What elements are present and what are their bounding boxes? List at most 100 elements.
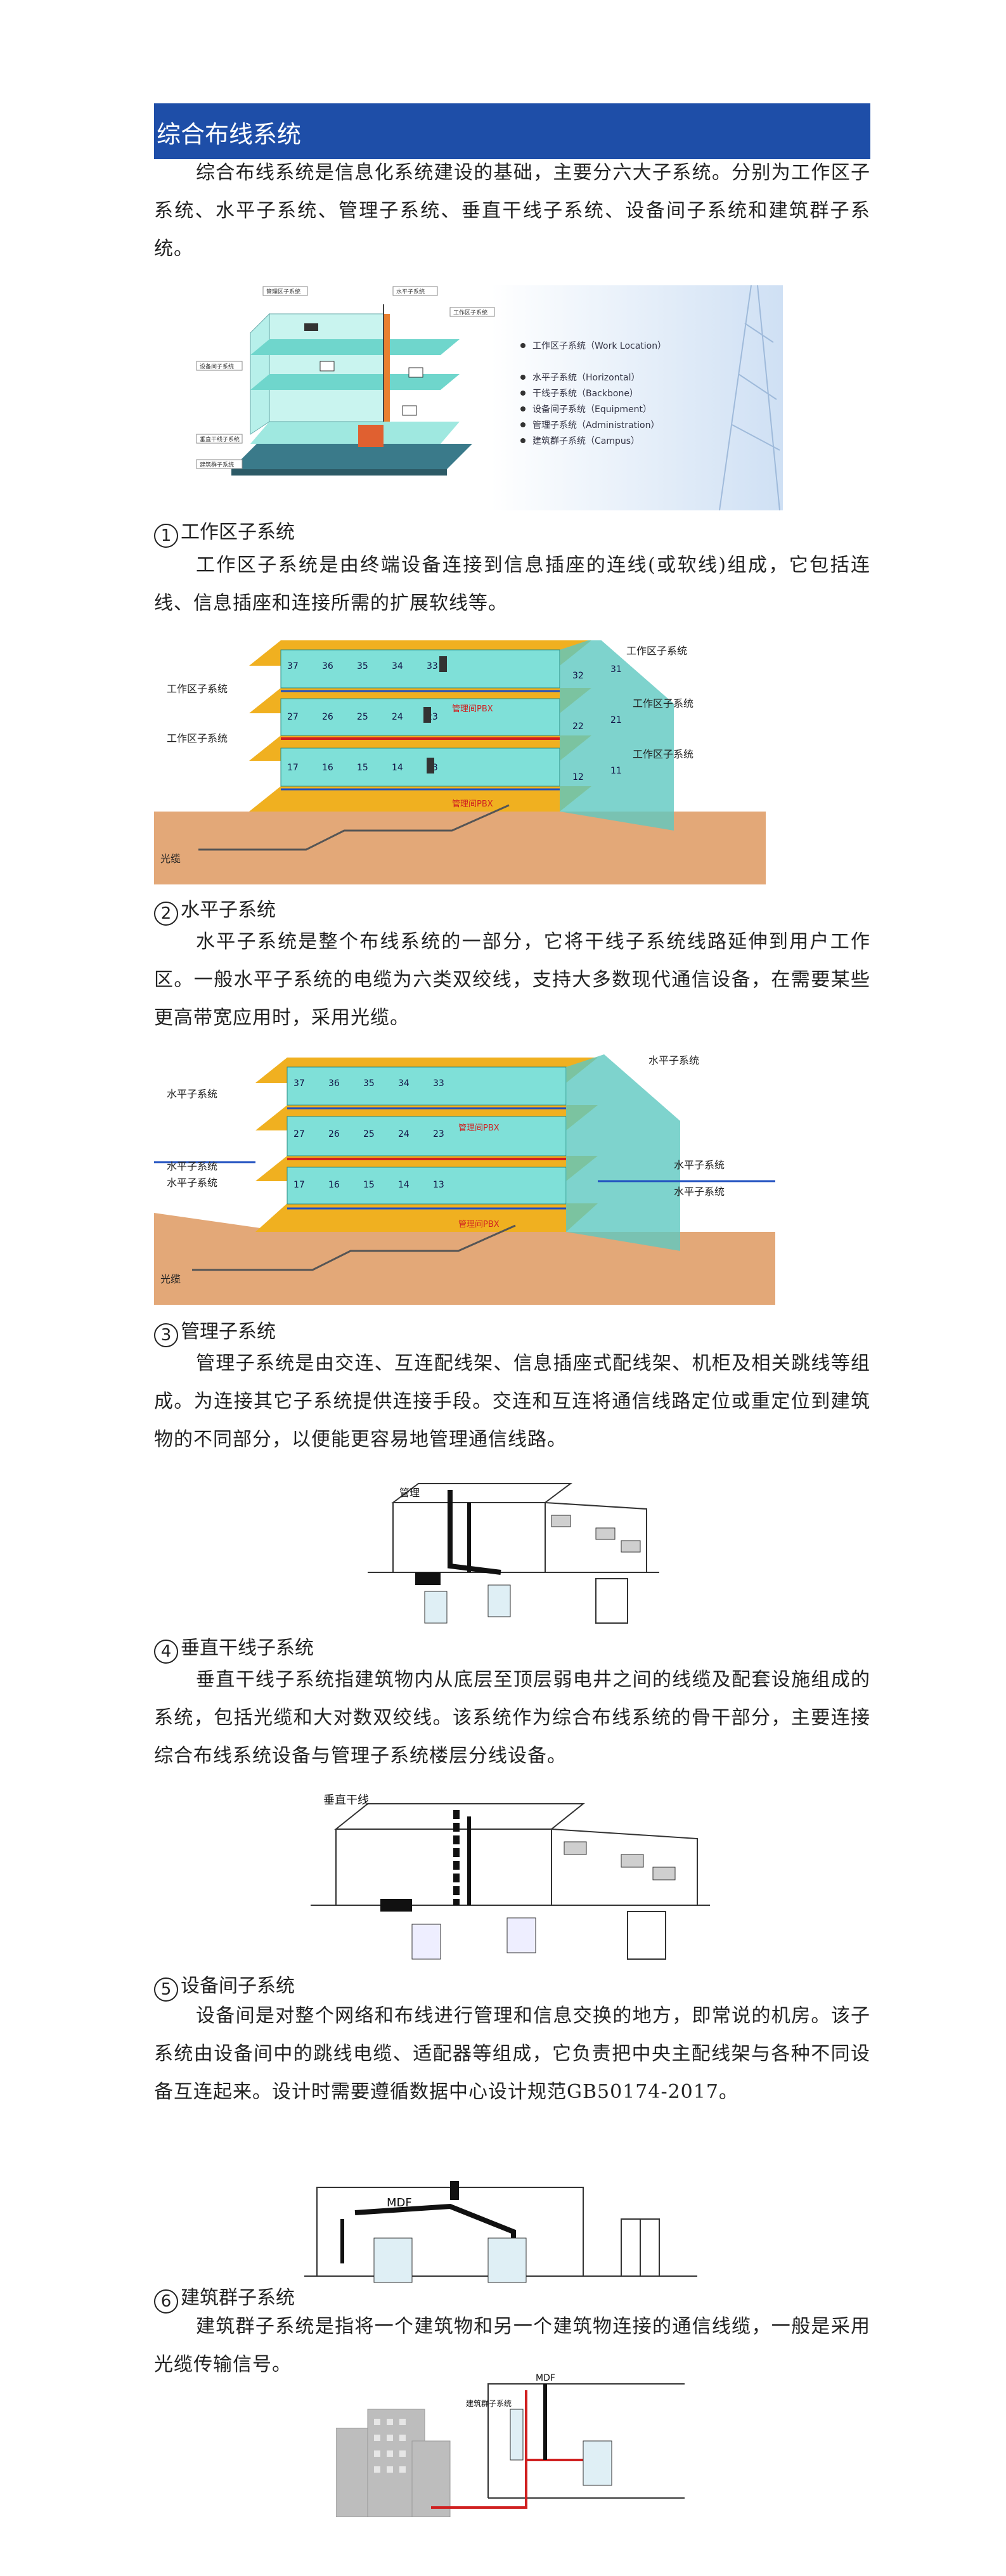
fig2-mgmt-label-1: 管理间PBX xyxy=(458,1123,500,1133)
legend-item-2: 水平子系统（Horizontal） xyxy=(532,373,640,383)
section-title-5: 设备间子系统 xyxy=(181,1975,295,1997)
callout-5: 垂直干线子系统 xyxy=(200,436,240,443)
equipment-figure: MDF xyxy=(304,2181,697,2289)
fig2-label-left-3: 水平子系统 xyxy=(167,1177,217,1189)
fig2-label-right-3: 水平子系统 xyxy=(674,1186,725,1198)
section-title-1: 工作区子系统 xyxy=(181,521,295,543)
room-36: 36 xyxy=(322,661,333,671)
svg-text:36: 36 xyxy=(328,1078,340,1089)
svg-text:14: 14 xyxy=(398,1180,409,1190)
room-32: 32 xyxy=(572,671,584,681)
svg-text:25: 25 xyxy=(363,1129,375,1139)
section-body-4: 垂直干线子系统指建筑物内从底层至顶层弱电井之间的线缆及配套设施组成的系统，包括光… xyxy=(154,1669,870,1767)
section-body-2: 水平子系统是整个布线系统的一部分，它将干线子系统线路延伸到用户工作区。一般水平子… xyxy=(154,931,870,1029)
fig1-label-right-mid: 工作区子系统 xyxy=(633,697,693,709)
work-area-figure: 37 36 35 34 33 32 27 26 25 24 23 22 17 1… xyxy=(154,640,766,884)
section-title-4: 垂直干线子系统 xyxy=(181,1637,314,1659)
room-21: 21 xyxy=(610,715,622,725)
section-number-6: 6 xyxy=(154,2289,178,2314)
svg-text:27: 27 xyxy=(293,1129,305,1139)
fig2-label-left-1: 水平子系统 xyxy=(167,1088,217,1100)
fig2-mgmt-label-2: 管理间PBX xyxy=(458,1220,500,1229)
svg-text:15: 15 xyxy=(363,1180,375,1190)
fig1-label-fiber: 光缆 xyxy=(160,853,181,865)
svg-text:16: 16 xyxy=(328,1180,340,1190)
room-14: 14 xyxy=(392,763,403,773)
section-number-2: 2 xyxy=(154,902,178,926)
svg-text:17: 17 xyxy=(293,1180,305,1190)
room-11: 11 xyxy=(610,766,622,776)
room-34: 34 xyxy=(392,661,403,671)
svg-text:33: 33 xyxy=(433,1078,444,1089)
fig6-side-label: 建筑群子系统 xyxy=(466,2398,512,2408)
fig1-label-right-top: 工作区子系统 xyxy=(626,645,687,657)
callout-1: 管理区子系统 xyxy=(266,288,300,295)
callout-6: 建筑群子系统 xyxy=(200,461,234,469)
horizontal-figure: 37 36 35 34 33 27 26 25 24 23 17 16 15 14 13 水平子系统 水… xyxy=(154,1054,775,1305)
callout-4: 设备间子系统 xyxy=(200,363,234,370)
svg-text:24: 24 xyxy=(398,1129,409,1139)
svg-text:34: 34 xyxy=(398,1078,409,1089)
legend-item-1: 工作区子系统（Work Location） xyxy=(532,341,666,351)
fig2-label-left-2: 水平子系统 xyxy=(167,1160,217,1172)
room-17: 17 xyxy=(287,763,299,773)
section-number-5: 5 xyxy=(154,1977,178,2002)
section-title-3: 管理子系统 xyxy=(181,1321,276,1343)
room-31: 31 xyxy=(610,664,622,675)
fig4-label: 垂直干线 xyxy=(323,1794,369,1807)
svg-text:26: 26 xyxy=(328,1129,340,1139)
room-25: 25 xyxy=(357,712,368,722)
fig1-label-left-top: 工作区子系统 xyxy=(167,683,228,695)
section-number-4: 4 xyxy=(154,1640,178,1664)
callout-2: 水平子系统 xyxy=(396,288,425,295)
room-15: 15 xyxy=(357,763,368,773)
fig1-label-right-bot: 工作区子系统 xyxy=(633,748,693,760)
backbone-figure: 垂直干线 xyxy=(298,1791,716,1962)
fig5-label: MDF xyxy=(387,2196,412,2210)
fig2-label-right-1: 水平子系统 xyxy=(648,1054,699,1066)
svg-text:23: 23 xyxy=(433,1129,444,1139)
fig6-mdf-label: MDF xyxy=(536,2373,555,2383)
room-33: 33 xyxy=(427,661,438,671)
room-16: 16 xyxy=(322,763,333,773)
svg-text:13: 13 xyxy=(433,1180,444,1190)
section-title-6: 建筑群子系统 xyxy=(181,2287,295,2309)
legend-item-3: 干线子系统（Backbone） xyxy=(532,389,638,399)
fig1-label-left-bot: 工作区子系统 xyxy=(167,732,228,744)
fig2-label-right-2: 水平子系统 xyxy=(674,1159,725,1171)
room-26: 26 xyxy=(322,712,333,722)
room-37: 37 xyxy=(287,661,299,671)
svg-text:35: 35 xyxy=(363,1078,375,1089)
fig2-label-fiber: 光缆 xyxy=(160,1273,181,1285)
section-body-1: 工作区子系统是由终端设备连接到信息插座的连线(或软线)组成，它包括连线、信息插座… xyxy=(154,554,870,614)
section-title-2: 水平子系统 xyxy=(181,899,276,921)
section-number-3: 3 xyxy=(154,1323,178,1347)
page-title: 综合布线系统 xyxy=(157,120,302,148)
section-body-6: 建筑群子系统是指将一个建筑物和另一个建筑物连接的通信线缆，一般是采用光缆传输信号… xyxy=(154,2315,870,2376)
room-22: 22 xyxy=(572,722,584,732)
room-24: 24 xyxy=(392,712,403,722)
overview-figure: 管理区子系统 水平子系统 工作区子系统 设备间子系统 垂直干线子系统 建筑群子系… xyxy=(193,285,783,510)
legend-item-5: 管理子系统（Administration） xyxy=(532,420,659,430)
room-27: 27 xyxy=(287,712,299,722)
svg-text:37: 37 xyxy=(293,1078,305,1089)
room-35: 35 xyxy=(357,661,368,671)
callout-3: 工作区子系统 xyxy=(453,309,487,316)
fig3-label: 管理 xyxy=(399,1487,420,1499)
room-12: 12 xyxy=(572,772,584,782)
intro-paragraph: 综合布线系统是信息化系统建设的基础，主要分六大子系统。分别为工作区子系统、水平子… xyxy=(154,162,870,260)
fig1-mgmt-label-1: 管理间PBX xyxy=(452,704,493,714)
section-number-1: 1 xyxy=(154,524,178,548)
title-banner: 综合布线系统 xyxy=(154,103,870,159)
section-body-5: 设备间是对整个网络和布线进行管理和信息交换的地方，即常说的机房。该子系统由设备间… xyxy=(154,2005,870,2103)
fig1-mgmt-label-2: 管理间PBX xyxy=(452,799,493,809)
legend-item-4: 设备间子系统（Equipment） xyxy=(532,404,652,415)
section-body-3: 管理子系统是由交连、互连配线架、信息插座式配线架、机柜及相关跳线等组成。为连接其… xyxy=(154,1352,870,1451)
campus-figure: MDF 建筑群子系统 xyxy=(336,2371,685,2517)
